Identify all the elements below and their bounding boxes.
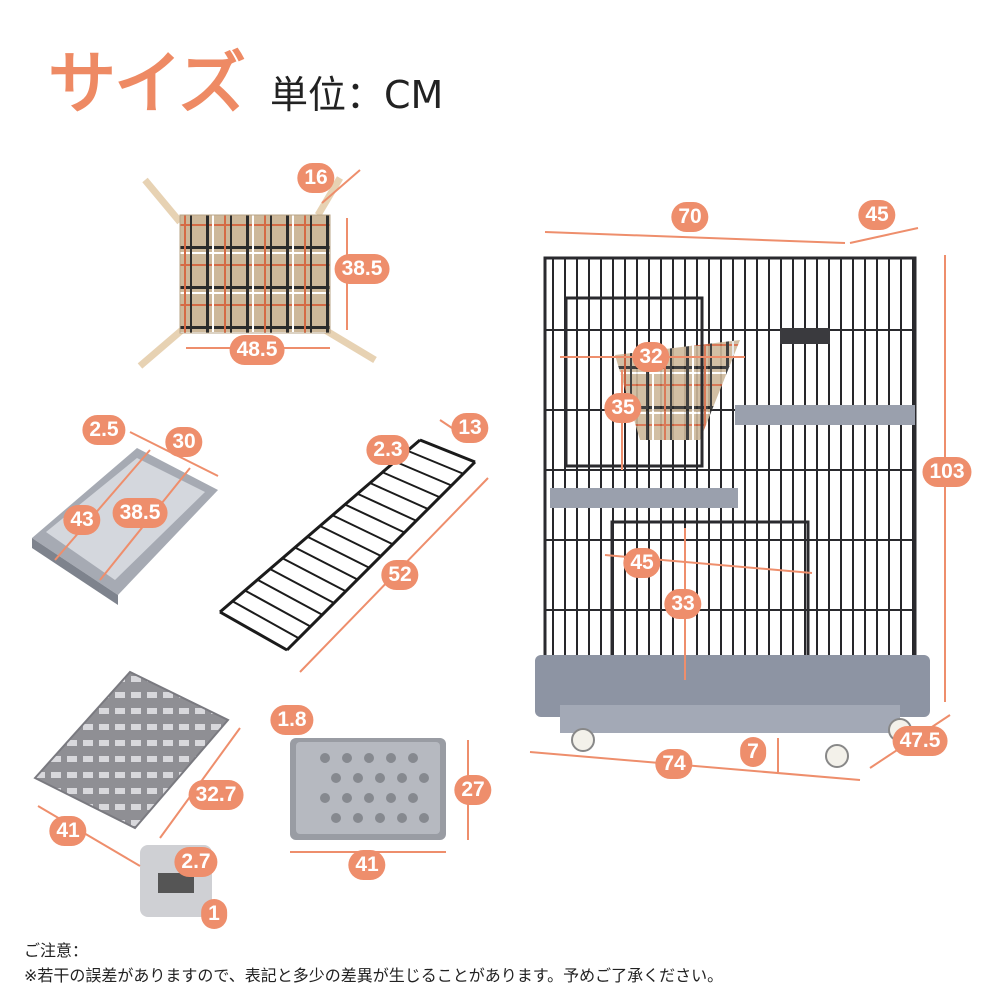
badge-pan-thickness: 1.8 bbox=[270, 705, 314, 735]
badge-hammock-span: 32 bbox=[632, 342, 670, 372]
pan-hole bbox=[364, 753, 374, 763]
pan-illustration bbox=[290, 738, 446, 840]
badge-caster-height: 7 bbox=[740, 737, 766, 767]
badge-grate-bar: 2.7 bbox=[174, 847, 218, 877]
ladder-rung bbox=[407, 449, 464, 475]
pan-hole bbox=[386, 793, 396, 803]
ladder-rung bbox=[269, 568, 335, 604]
badge-grate-width: 41 bbox=[49, 816, 87, 846]
ladder-rungs bbox=[219, 439, 476, 651]
badge-ladder-length: 52 bbox=[381, 560, 419, 590]
badge-door-height: 33 bbox=[664, 589, 702, 619]
hammock-illustration bbox=[137, 176, 377, 369]
pan-hole bbox=[353, 813, 363, 823]
pan-hole bbox=[397, 773, 407, 783]
badge-pan-height: 27 bbox=[454, 775, 492, 805]
badge-cage-height: 103 bbox=[922, 457, 972, 487]
pan-hole bbox=[331, 813, 341, 823]
ladder-illustration bbox=[219, 438, 477, 652]
pan-hole bbox=[353, 773, 363, 783]
badge-tray-length: 43 bbox=[63, 505, 101, 535]
pan-hole bbox=[419, 813, 429, 823]
badge-hammock-height: 38.5 bbox=[334, 254, 390, 284]
badge-grate-thickness: 1 bbox=[201, 899, 227, 929]
pan-hole bbox=[342, 793, 352, 803]
notes-heading: ご注意： bbox=[24, 941, 89, 960]
ladder-rung bbox=[344, 503, 405, 534]
ladder-rung bbox=[257, 578, 323, 616]
badge-tray-inner: 38.5 bbox=[112, 498, 168, 528]
badge-cage-depth: 45 bbox=[858, 200, 896, 230]
ladder-rung bbox=[307, 535, 370, 569]
badge-cage-width: 70 bbox=[671, 202, 709, 232]
notes-text: ※若干の誤差がありますので、表記と多少の差異が生じることがあります。予めご了承く… bbox=[24, 966, 724, 985]
pan-hole bbox=[408, 793, 418, 803]
badge-hammock-width: 48.5 bbox=[229, 335, 285, 365]
page-title: サイズ bbox=[48, 45, 246, 124]
pan-hole bbox=[386, 753, 396, 763]
pan-hole bbox=[331, 773, 341, 783]
badge-ladder-gap: 2.3 bbox=[366, 435, 410, 465]
pan-hole bbox=[320, 793, 330, 803]
badge-ladder-width: 13 bbox=[451, 413, 489, 443]
badge-tray-width: 30 bbox=[165, 427, 203, 457]
pan-hole bbox=[320, 753, 330, 763]
pan-hole bbox=[375, 813, 385, 823]
pan-hole bbox=[408, 753, 418, 763]
pan-hole bbox=[364, 793, 374, 803]
notes: ご注意： ※若干の誤差がありますので、表記と多少の差異が生じることがあります。予… bbox=[24, 938, 723, 988]
pan-hole bbox=[397, 813, 407, 823]
ladder-rung bbox=[332, 514, 394, 546]
ladder-rung bbox=[419, 439, 476, 463]
badge-pan-width: 41 bbox=[348, 850, 386, 880]
ladder-rung bbox=[369, 482, 429, 510]
ladder-rung bbox=[282, 557, 347, 593]
ladder-rung bbox=[219, 611, 288, 651]
cage-illustration bbox=[535, 256, 930, 768]
ladder-rung bbox=[357, 492, 417, 522]
pan-hole bbox=[419, 773, 429, 783]
pan-hole bbox=[375, 773, 385, 783]
ladder-rung bbox=[382, 471, 441, 499]
badge-tray-edge: 2.5 bbox=[82, 415, 126, 445]
ladder-rung bbox=[319, 525, 382, 557]
badge-grate-length: 32.7 bbox=[188, 780, 244, 810]
badge-door-width: 45 bbox=[623, 548, 661, 578]
ladder-rung bbox=[244, 589, 311, 628]
badge-hammock-depth: 16 bbox=[297, 163, 335, 193]
badge-cage-base-width: 74 bbox=[655, 749, 693, 779]
unit-label: 単位：CM bbox=[270, 73, 444, 117]
badge-hammock-drop: 35 bbox=[604, 393, 642, 423]
badge-cage-base-depth: 47.5 bbox=[892, 726, 948, 756]
ladder-rung bbox=[394, 460, 452, 487]
pan-hole bbox=[342, 753, 352, 763]
ladder-rung bbox=[232, 600, 300, 640]
ladder-rung bbox=[294, 546, 358, 581]
